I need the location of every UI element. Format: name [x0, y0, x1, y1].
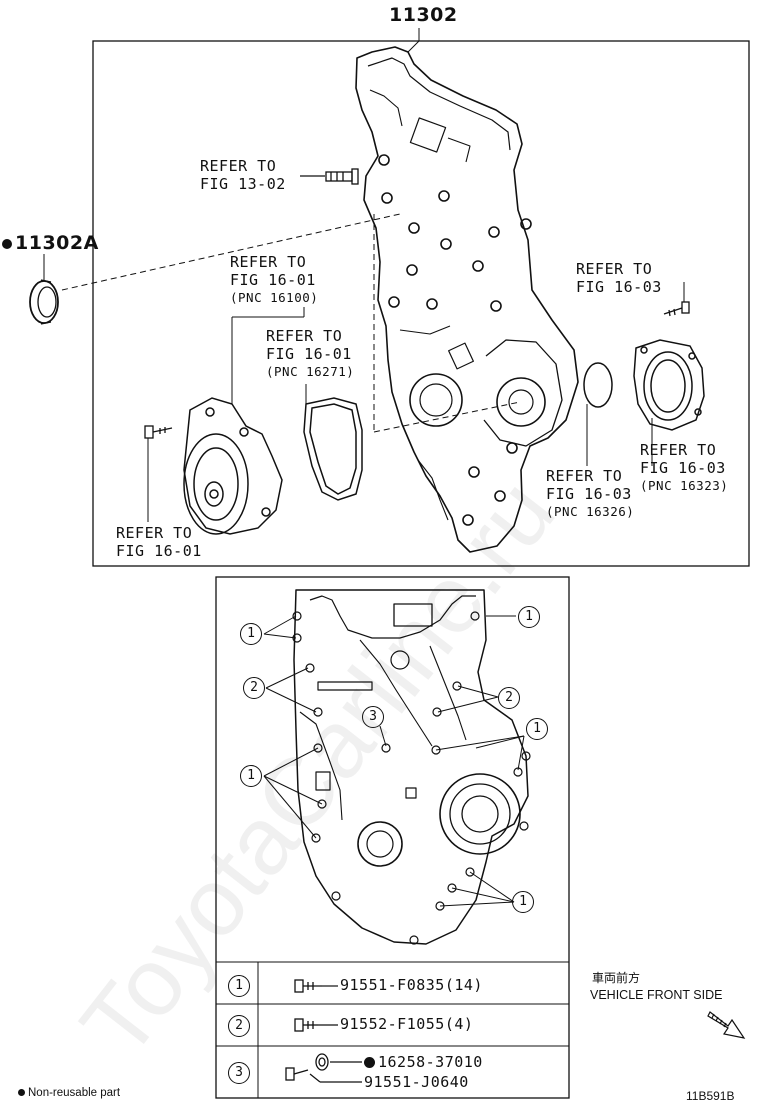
callout-2-right[interactable]: 2 [498, 687, 520, 709]
water-pump-drawing [183, 397, 283, 535]
legend-index-3: 3 [228, 1062, 250, 1084]
legend-part-91552-F1055[interactable]: 91552-F1055(4) [340, 1015, 474, 1033]
flange-drawing [633, 339, 705, 431]
legend-bolt-3-icon [285, 1053, 329, 1081]
bolt-location-diagram [215, 576, 746, 1099]
refer-fig-16-03-bolt-label[interactable]: REFER TO FIG 16-03 [576, 260, 662, 296]
callout-1-mid-left[interactable]: 1 [240, 765, 262, 787]
legend-index-2: 2 [228, 1015, 250, 1037]
refer-fig-13-02-label[interactable]: REFER TO FIG 13-02 [200, 157, 286, 193]
refer-fig-16-03-pnc16326-label[interactable]: REFER TO FIG 16-03 (PNC 16326) [546, 467, 635, 519]
oil-seal-drawing [29, 279, 59, 325]
callout-3[interactable]: 3 [362, 706, 384, 728]
legend-part-91551-J0640[interactable]: 91551-J0640 [364, 1073, 469, 1091]
oil-seal-dashed-line [61, 213, 401, 291]
pump-gasket-drawing [303, 397, 363, 501]
vehicle-front-en-label: VEHICLE FRONT SIDE [590, 988, 723, 1002]
vehicle-front-jp-label: 車両前方 [592, 971, 641, 985]
non-reusable-dot-icon [364, 1057, 375, 1068]
oil-seal-part-number[interactable]: 11302A [2, 232, 99, 254]
lower-frame [215, 576, 570, 1099]
bolt-13-02 [300, 168, 359, 185]
non-reusable-footnote: Non-reusable part [18, 1087, 120, 1099]
timing-cover-drawing [355, 46, 579, 553]
figure-code: 11B591B [686, 1089, 735, 1103]
pump-bolt [144, 425, 173, 439]
refer-fig-16-03-pnc16323-label[interactable]: REFER TO FIG 16-03 (PNC 16323) [640, 441, 729, 493]
refer-fig-16-01-bolt-label[interactable]: REFER TO FIG 16-01 [116, 524, 202, 560]
callout-1-mid-right[interactable]: 1 [526, 718, 548, 740]
callout-1-bottom-right[interactable]: 1 [512, 891, 534, 913]
upper-exploded-view [29, 28, 750, 567]
legend-bolt-2-icon [294, 1018, 318, 1032]
legend-part-91551-F0835[interactable]: 91551-F0835(14) [340, 976, 483, 994]
refer-fig-16-01-pnc16271-label[interactable]: REFER TO FIG 16-01 (PNC 16271) [266, 327, 355, 379]
callout-1-top-right[interactable]: 1 [518, 606, 540, 628]
legend-index-1: 1 [228, 975, 250, 997]
flange-bolt [663, 301, 690, 317]
timing-cover-front-view [293, 589, 529, 945]
refer-fig-16-01-pnc16100-label[interactable]: REFER TO FIG 16-01 (PNC 16100) [230, 253, 319, 305]
vehicle-front-arrow-icon [707, 1011, 746, 1039]
legend-part-16258-37010[interactable]: 16258-37010 [364, 1053, 483, 1071]
callout-1-top-left[interactable]: 1 [240, 623, 262, 645]
bolt-holes [292, 611, 531, 945]
non-reusable-dot-icon [18, 1089, 25, 1097]
non-reusable-dot-icon [2, 238, 12, 249]
upper-frame [92, 40, 750, 567]
o-ring-drawing [583, 362, 613, 408]
legend-bolt-1-icon [294, 979, 322, 993]
callout-2-left[interactable]: 2 [243, 677, 265, 699]
main-part-number[interactable]: 11302 [389, 4, 458, 26]
